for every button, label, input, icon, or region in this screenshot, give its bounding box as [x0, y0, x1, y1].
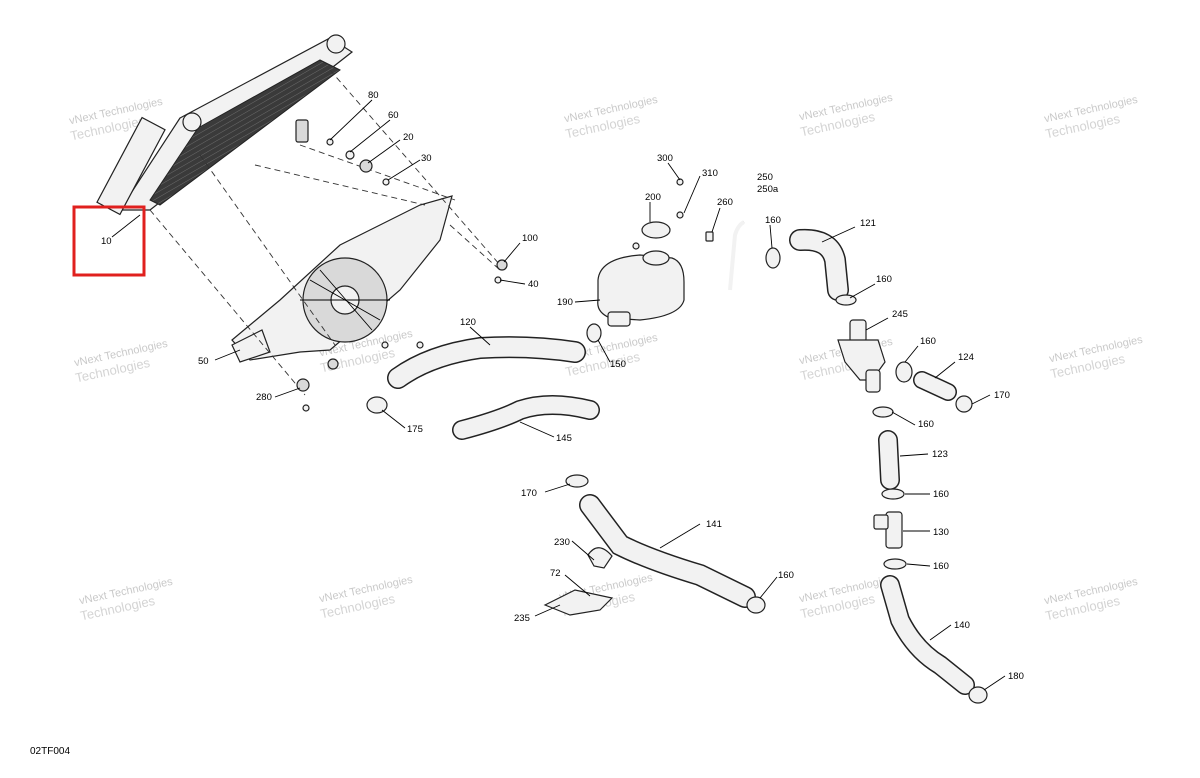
callout-label: 170: [994, 390, 1010, 401]
watermark: vNext Technologies Technologies: [1043, 94, 1139, 142]
clamp-icon: [895, 361, 913, 383]
clamp-icon: [746, 596, 766, 614]
callout-label: 310: [702, 168, 718, 179]
callout-label: 130: [933, 527, 949, 538]
grommet-icon: [296, 378, 310, 392]
callout-label: 30: [421, 153, 432, 164]
clamp-icon: [586, 323, 602, 343]
clamp-icon: [366, 396, 388, 414]
callout-label: 150: [610, 359, 626, 370]
bolt-icon: [381, 341, 389, 349]
assembly-lines: [149, 69, 501, 396]
callout-label: 280: [256, 392, 272, 403]
expansion-tank[interactable]: [597, 178, 685, 327]
callout-label: 235: [514, 613, 530, 624]
callout-label: 160: [920, 336, 936, 347]
bolt-icon: [382, 178, 390, 186]
washer-icon: [345, 150, 355, 160]
callout-label: 80: [368, 90, 379, 101]
callout-label: 160: [778, 570, 794, 581]
clamps: [366, 247, 988, 704]
callout-label: 160: [933, 561, 949, 572]
callout-label: 50: [198, 356, 209, 367]
callout-label: 20: [403, 132, 414, 143]
callout-label: 175: [407, 424, 423, 435]
callout-label: 190: [557, 297, 573, 308]
tank-cap[interactable]: [641, 221, 671, 239]
callout-label: 180: [1008, 671, 1024, 682]
thermostat-housing[interactable]: [837, 319, 886, 393]
watermark: vNext Technologies Technologies: [798, 92, 894, 140]
bolt-icon: [326, 138, 334, 146]
hoses[interactable]: [387, 228, 975, 695]
callout-label: 160: [918, 419, 934, 430]
grommet-icon: [327, 358, 339, 370]
callout-label: 250a: [757, 184, 779, 195]
callout-label: 60: [388, 110, 399, 121]
watermark: vNext Technologies Technologies: [73, 338, 169, 386]
radiator[interactable]: [96, 34, 354, 216]
callout-label: 200: [645, 192, 661, 203]
clamp-icon: [883, 558, 907, 570]
callout-label: 300: [657, 153, 673, 164]
watermark: vNext Technologies Technologies: [318, 574, 414, 622]
clamp-icon: [565, 474, 589, 488]
callout-label: 260: [717, 197, 733, 208]
callout-label: 170: [521, 488, 537, 499]
callout-labels: 80 60 20 30 100 40 50 280 175 300 310 20…: [198, 90, 1024, 682]
watermark: vNext Technologies Technologies: [563, 94, 659, 142]
callout-label: 140: [954, 620, 970, 631]
callout-label: 123: [932, 449, 948, 460]
tee-fitting[interactable]: [873, 511, 903, 549]
watermark: vNext Technologies Technologies: [78, 576, 174, 624]
bolt-icon: [416, 341, 424, 349]
callout-label: 141: [706, 519, 722, 530]
callout-label: 121: [860, 218, 876, 229]
overflow-hose[interactable]: [705, 220, 746, 291]
callout-label: 160: [765, 215, 781, 226]
brackets: [543, 547, 614, 616]
callout-label: 72: [550, 568, 561, 579]
hardware: [296, 138, 508, 412]
clamp-icon: [881, 488, 905, 500]
callout-label: 40: [528, 279, 539, 290]
watermark: vNext Technologies Technologies: [1043, 576, 1139, 624]
watermark: vNext Technologies Technologies: [1048, 334, 1144, 382]
callout-label: 100: [522, 233, 538, 244]
clamp-icon: [968, 686, 988, 704]
callout-label: 124: [958, 352, 974, 363]
callout-label: 245: [892, 309, 908, 320]
callout-label: 120: [460, 317, 476, 328]
callout-label: 145: [556, 433, 572, 444]
clamp-icon: [872, 406, 894, 418]
callout-label: 160: [933, 489, 949, 500]
leader-lines: [111, 99, 1006, 691]
bolt-icon: [302, 404, 310, 412]
callout-label: 230: [554, 537, 570, 548]
highlight-box[interactable]: 10: [72, 205, 146, 277]
grommet-icon: [359, 159, 373, 173]
callout-label: 250: [757, 172, 773, 183]
callout-label: 160: [876, 274, 892, 285]
clamp-icon: [955, 395, 973, 413]
fan-shroud[interactable]: [231, 195, 453, 363]
reference-code: 02TF004: [30, 746, 70, 757]
grommet-icon: [496, 259, 508, 271]
clamp-icon: [765, 247, 781, 269]
callout-label-highlighted: 10: [101, 236, 112, 247]
